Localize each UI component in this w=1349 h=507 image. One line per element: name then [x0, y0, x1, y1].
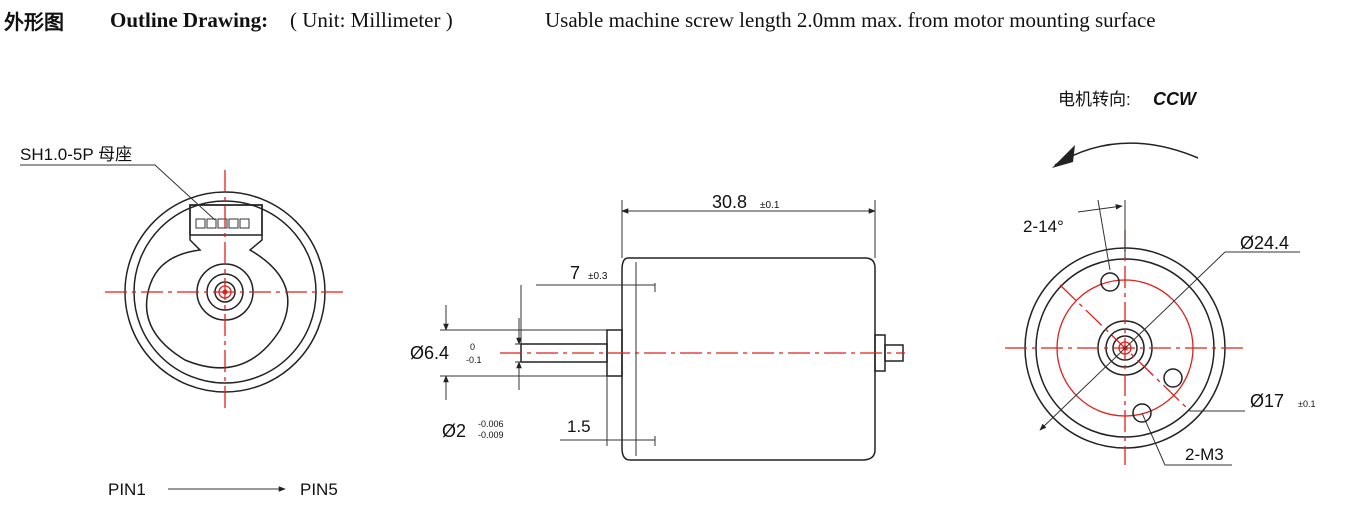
- dim-boss-length: 1.5: [567, 417, 591, 436]
- header-unit: ( Unit: Millimeter ): [290, 8, 453, 32]
- pcd-label: Ø17: [1250, 391, 1284, 411]
- pin-end-label: PIN5: [300, 480, 338, 499]
- screw-hole-bottom: [1132, 403, 1152, 423]
- connector-label: SH1.0-5P 母座: [20, 145, 132, 164]
- dim-length-tol: ±0.1: [760, 200, 780, 211]
- rotation-label: 电机转向:: [1058, 90, 1131, 109]
- outer-dia-label: Ø24.4: [1240, 233, 1289, 253]
- dim-shaft-tol-lower: -0.009: [478, 430, 504, 440]
- pin-start-label: PIN1: [108, 480, 146, 499]
- screw-label: 2-M3: [1185, 445, 1224, 464]
- dim-shaft-length: 7: [570, 263, 580, 283]
- side-view: 30.8 ±0.1 7 ±0.3 Ø6.4 0 -0.1 Ø2 -0.006 -…: [410, 192, 905, 461]
- rear-view: SH1.0-5P 母座 PIN1 PIN5: [20, 145, 345, 499]
- dim-shaft-dia: Ø2: [442, 421, 466, 441]
- header: 外形图 Outline Drawing: ( Unit: Millimeter …: [0, 2, 1349, 34]
- screw-hole-top: [1100, 272, 1120, 292]
- screw-hole-right: [1163, 368, 1183, 388]
- dim-boss-tol-lower: -0.1: [466, 355, 482, 365]
- dim-shaft-tol-upper: -0.006: [478, 419, 504, 429]
- header-cn-title: 外形图: [4, 10, 64, 34]
- connector-body: [189, 204, 263, 236]
- dim-length: 30.8: [712, 192, 747, 212]
- rotation-value: CCW: [1153, 89, 1198, 109]
- front-view: 电机转向: CCW 2-14° Ø24.4 Ø17 ±0.1: [1005, 89, 1315, 466]
- dim-boss-tol-upper: 0: [470, 342, 475, 352]
- angle-label: 2-14°: [1023, 217, 1064, 236]
- pcd-tol: ±0.1: [1298, 399, 1315, 409]
- dim-shaft-length-tol: ±0.3: [588, 271, 608, 282]
- dim-boss-dia: Ø6.4: [410, 343, 449, 363]
- header-note: Usable machine screw length 2.0mm max. f…: [545, 8, 1156, 32]
- header-title: Outline Drawing:: [110, 8, 269, 32]
